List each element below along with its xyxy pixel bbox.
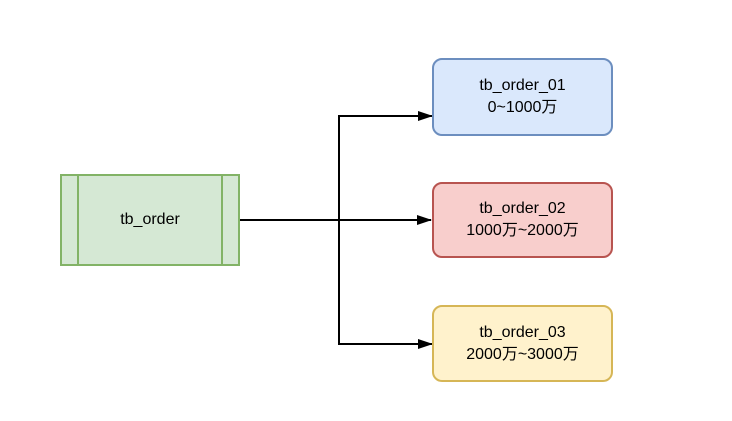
node-tb-order[interactable]: tb_order xyxy=(60,174,240,266)
node-label: tb_order xyxy=(120,211,180,228)
node-range: 2000万~3000万 xyxy=(466,345,579,363)
connector-to-tb-order-01[interactable] xyxy=(338,111,433,220)
connector-to-tb-order-03[interactable] xyxy=(338,220,433,349)
node-tb-order-02[interactable]: tb_order_02 1000万~2000万 xyxy=(432,182,613,258)
node-label: tb_order_01 xyxy=(479,77,566,94)
node-tb-order-03[interactable]: tb_order_03 2000万~3000万 xyxy=(432,305,613,382)
node-label: tb_order_02 xyxy=(479,200,566,217)
node-label: tb_order_03 xyxy=(479,323,566,341)
process-stripe-left xyxy=(77,176,79,264)
node-range: 1000万~2000万 xyxy=(466,222,579,239)
node-range: 0~1000万 xyxy=(487,99,558,116)
node-tb-order-01[interactable]: tb_order_01 0~1000万 xyxy=(432,58,613,136)
process-stripe-right xyxy=(221,176,223,264)
